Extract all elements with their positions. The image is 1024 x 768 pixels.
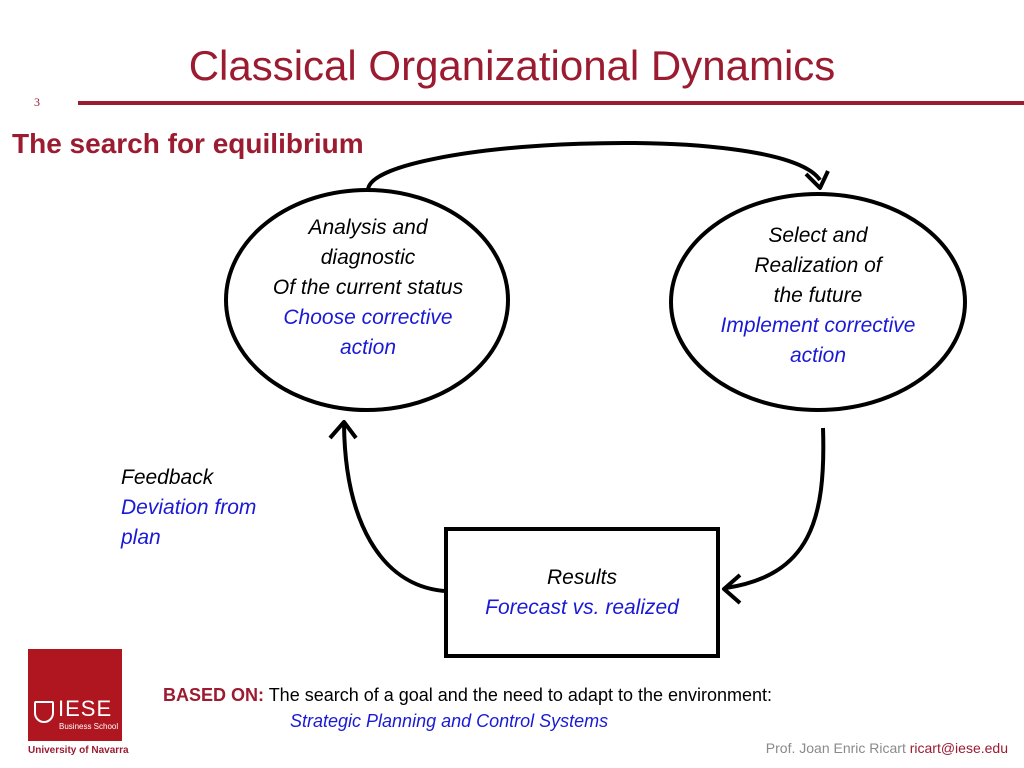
iese-logo: IESE Business School	[28, 649, 122, 741]
footer-credit: Prof. Joan Enric Ricart ricart@iese.edu	[766, 740, 1008, 756]
shield-icon	[34, 701, 54, 723]
edge-results-to-analysis	[342, 423, 445, 593]
analysis-line-3: Of the current status	[272, 276, 464, 299]
based-on-label: BASED ON:	[163, 685, 265, 705]
select-blue-line-2: action	[789, 344, 847, 367]
slide-subtitle: The search for equilibrium	[12, 128, 364, 159]
based-on-statement: BASED ON: The search of a goal and the n…	[163, 682, 772, 708]
slide-number: 3	[34, 95, 40, 109]
select-blue-line-1: Implement corrective	[720, 314, 916, 337]
based-on-subtext: Strategic Planning and Control Systems	[290, 711, 609, 731]
results-node-text: Results Forecast vs. realized	[450, 563, 714, 623]
select-line-2: Realization of	[754, 254, 882, 277]
logo-text: IESE	[58, 696, 113, 721]
select-line-3: the future	[773, 284, 863, 307]
analysis-blue-line-2: action	[339, 336, 397, 359]
analysis-line-1: Analysis and	[308, 216, 428, 239]
analysis-ellipse	[224, 188, 510, 412]
arrowhead-results-to-analysis	[328, 420, 358, 440]
feedback-line-1: Feedback	[121, 466, 214, 489]
feedback-line-2: Deviation from	[121, 496, 257, 519]
slide-title: Classical Organizational Dynamics	[188, 42, 836, 89]
results-line-1: Results	[546, 566, 618, 589]
results-blue-line-1: Forecast vs. realized	[485, 596, 679, 619]
edge-analysis-to-select	[366, 141, 822, 191]
feedback-label: Feedback Deviation from plan	[121, 463, 321, 553]
analysis-blue-line-1: Choose corrective	[283, 306, 453, 329]
based-on-text: The search of a goal and the need to ada…	[264, 685, 773, 705]
university-label: University of Navarra	[28, 745, 129, 756]
author-name: Prof. Joan Enric Ricart	[765, 740, 910, 756]
select-line-1: Select and	[768, 224, 868, 247]
select-ellipse	[669, 192, 967, 412]
analysis-node-text: Analysis and diagnostic Of the current s…	[237, 213, 499, 363]
arrowhead-analysis-to-select	[804, 170, 830, 190]
feedback-line-3: plan	[121, 526, 161, 549]
logo-subtext: Business School	[59, 722, 119, 731]
results-rect	[444, 527, 720, 658]
author-email[interactable]: ricart@iese.edu	[909, 740, 1008, 756]
select-node-text: Select and Realization of the future Imp…	[684, 221, 952, 371]
analysis-line-2: diagnostic	[320, 246, 416, 269]
edge-select-to-results	[725, 427, 826, 590]
arrowhead-select-to-results	[722, 573, 742, 605]
title-rule	[78, 101, 1024, 105]
